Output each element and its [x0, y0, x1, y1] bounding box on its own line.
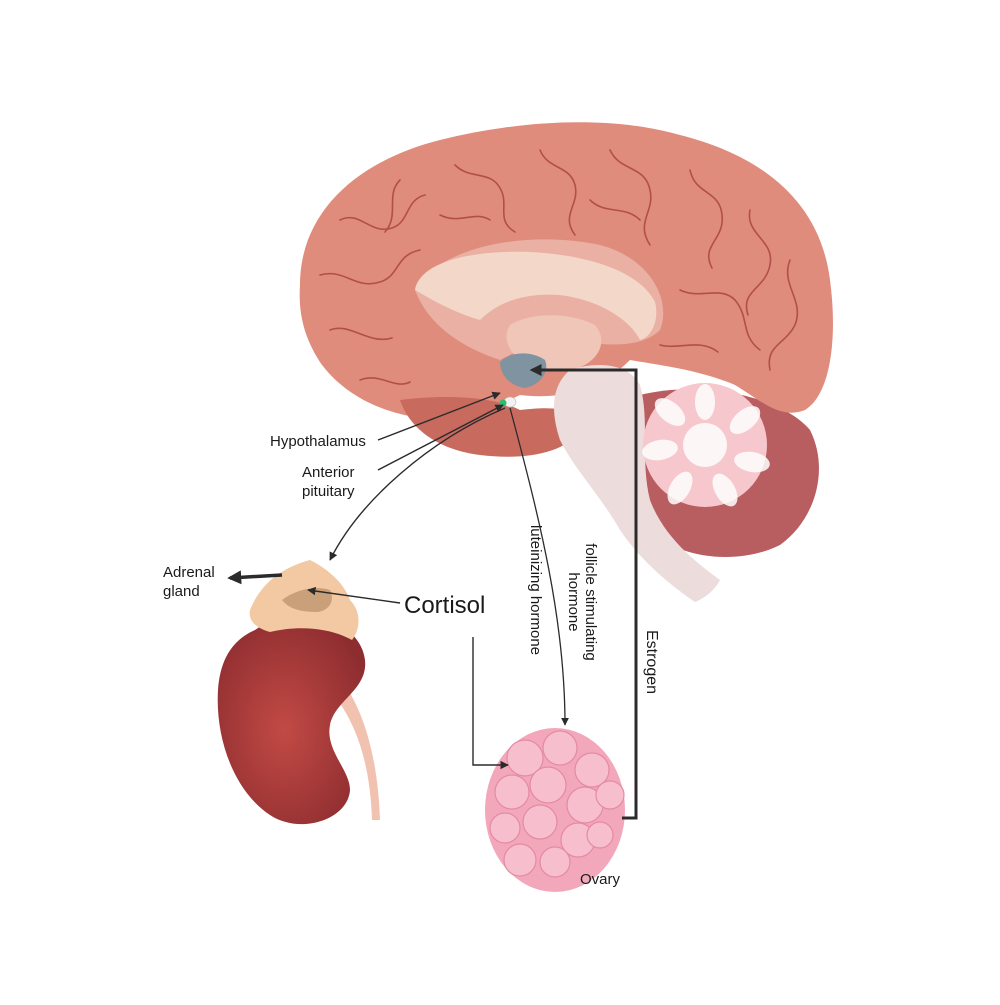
kidney — [218, 616, 365, 825]
label-pituitary: pituitary — [302, 482, 355, 501]
label-cortisol: Cortisol — [404, 592, 485, 620]
label-gland: gland — [163, 582, 200, 601]
label-hypothalamus: Hypothalamus — [270, 432, 366, 451]
label-lh: luteinizing hormone — [527, 515, 544, 665]
temporal-lobe — [400, 397, 580, 457]
kidney-group — [218, 560, 380, 824]
label-anterior: Anterior — [302, 463, 355, 482]
label-fsh-line2: hormone — [565, 527, 582, 677]
label-adrenal: Adrenal — [163, 563, 215, 582]
label-ovary: Ovary — [580, 870, 620, 889]
label-estrogen: Estrogen — [643, 622, 660, 702]
ovary — [485, 728, 625, 892]
label-fsh-line1: follicle stimulating — [582, 527, 599, 677]
cortisol-ovary-arrow — [473, 637, 508, 765]
label-fsh: follicle stimulating hormone — [565, 527, 599, 677]
